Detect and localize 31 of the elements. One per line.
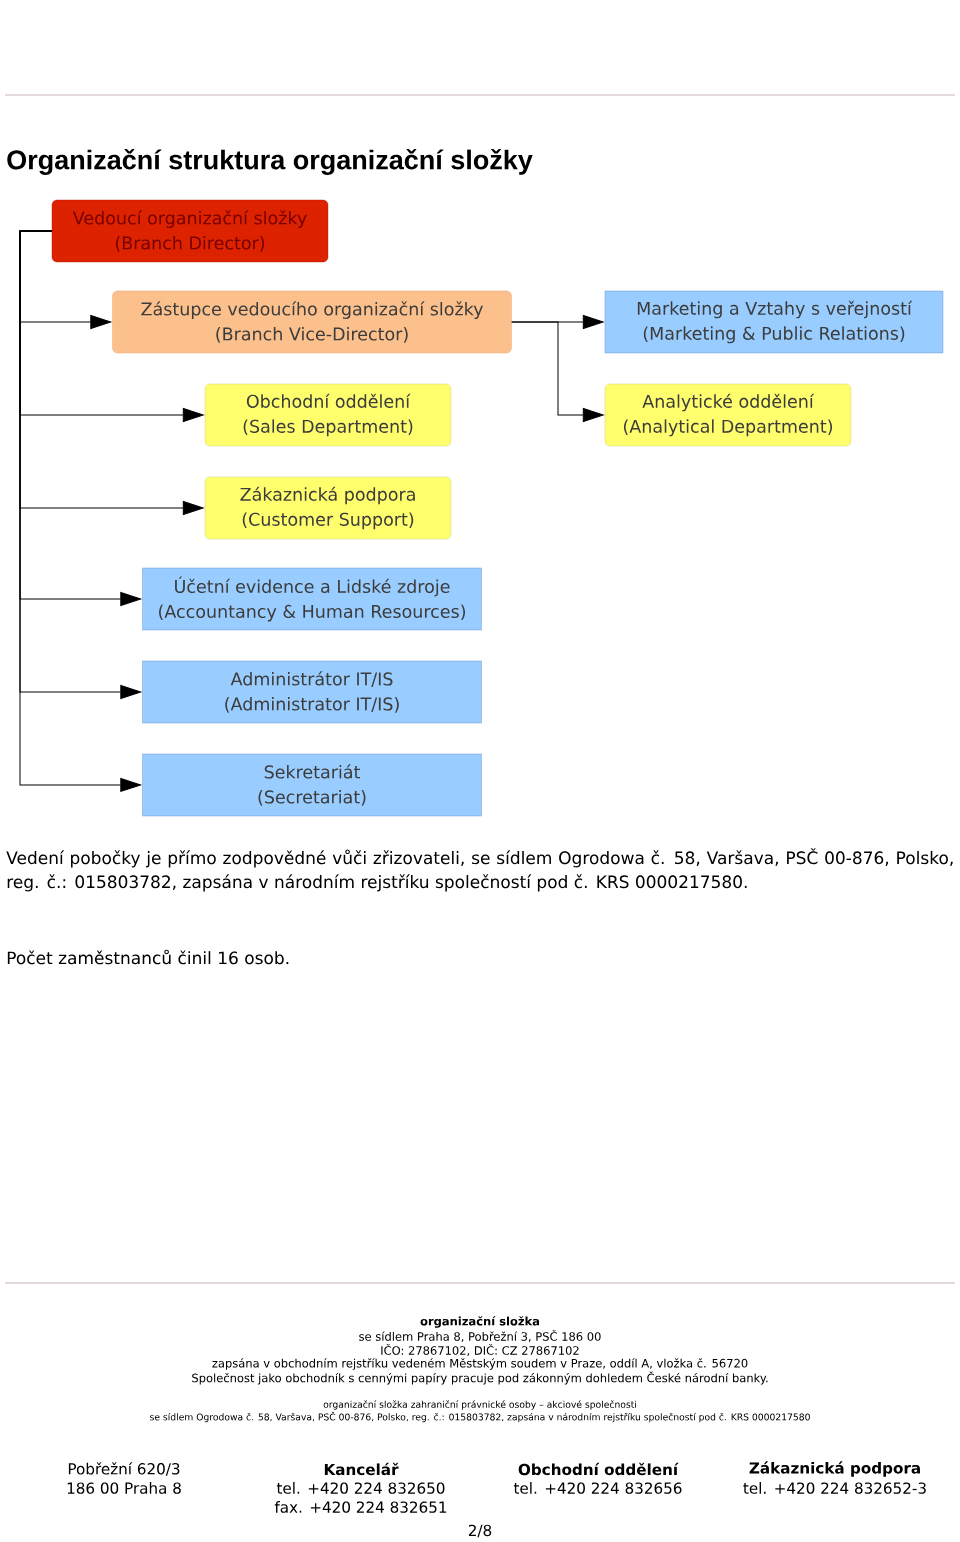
org-box: Zástupce vedoucího organizační složky (Branch Vice-Director) xyxy=(112,290,512,354)
footer-text: zapsána v obchodním rejstříku vedeném Městským soudem v Praze, oddíl A, vložka č. 56720 xyxy=(212,1358,748,1370)
footer-text: Kancelář xyxy=(324,1462,399,1476)
arrow xyxy=(511,321,604,422)
footer-text: tel. +420 224 832656 xyxy=(513,1482,682,1494)
footer-text: organizační složka zahraniční právnické osoby – akciové společnosti xyxy=(323,1400,637,1410)
org-box: Marketing a Vztahy s veřejností (Marketing & Public Relations) xyxy=(604,290,944,354)
footer-text: Pobřežní 620/3 xyxy=(68,1462,180,1476)
title: Organizační struktura organizační složky xyxy=(7,149,533,175)
org-box: Účetní evidence a Lidské zdroje (Accountancy & Human Resources) xyxy=(142,567,482,631)
footer-text: se sídlem Ogrodowa č. 58, Varšava, PSČ 00-876, Polsko, reg. č.: 015803782, zapsána v národním rejstříku společností pod č. KRS 0000217580 xyxy=(150,1411,810,1423)
footer-text: tel. +420 224 832650 xyxy=(276,1482,445,1494)
footer-text: Zákaznická podpora xyxy=(749,1461,920,1477)
footer-text: Obchodní oddělení xyxy=(518,1462,679,1476)
director-box: Vedoucí organizační složky (Branch Director) xyxy=(51,199,329,263)
arrow xyxy=(19,230,142,792)
footer-text: Společnost jako obchodník s cennými papíry pracuje pod zákonným dohledem České národní banky. xyxy=(192,1371,768,1385)
footer-text: se sídlem Praha 8, Pobřežní 3, PSČ 186 00 xyxy=(359,1330,601,1342)
footer-text: 186 00 Praha 8 xyxy=(67,1482,181,1494)
paragraph: Počet zaměstnanců činil 16 osob. xyxy=(7,949,289,965)
paragraph: Vedení pobočky je přímo zodpovědné vůči zřizovateli, se sídlem Ogrodowa č. 58, Varšava, PSČ 00-876, Polsko, reg. č.: 015803782, zapsána v národním rejstříku společností pod č. KRS 0000217580. xyxy=(6,848,953,892)
org-box: Sekretariát (Secretariat) xyxy=(142,753,482,817)
footer-text: organizační složka xyxy=(420,1316,540,1328)
footer-text: 2/8 xyxy=(468,1524,492,1538)
footer-text: tel. +420 224 832652-3 xyxy=(743,1482,926,1494)
footer-text: IČO: 27867102, DIČ: CZ 27867102 xyxy=(381,1344,579,1356)
org-box: Obchodní oddělení (Sales Department) xyxy=(204,383,452,447)
org-box: Analytické oddělení (Analytical Department) xyxy=(604,383,852,447)
org-box: Zákaznická podpora (Customer Support) xyxy=(204,476,452,540)
org-box: Administrátor IT/IS (Administrator IT/IS) xyxy=(142,660,482,724)
footer-text: fax. +420 224 832651 xyxy=(274,1501,447,1513)
